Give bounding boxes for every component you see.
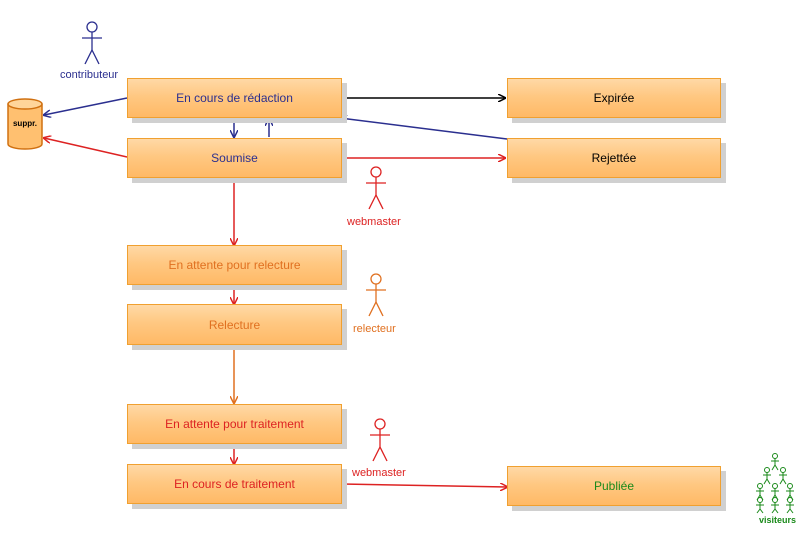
state-relecture[interactable]: Relecture — [127, 304, 342, 345]
state-attente-relecture-label: En attente pour relecture — [168, 258, 301, 272]
edge-redaction-suppr — [44, 97, 128, 115]
state-expiree-label: Expirée — [593, 91, 635, 105]
actor-webmaster-icon — [366, 166, 386, 210]
state-attente-relecture[interactable]: En attente pour relecture — [127, 245, 342, 285]
state-expiree[interactable]: Expirée — [507, 78, 721, 118]
state-redaction-label: En cours de rédaction — [176, 91, 293, 105]
state-relecture-label: Relecture — [208, 317, 261, 332]
state-rejetee[interactable]: Rejettée — [507, 138, 721, 178]
actor-visiteurs-icon — [756, 453, 794, 514]
actor-contributeur-icon — [82, 21, 102, 65]
actor-visiteurs-label: visiteurs — [759, 515, 797, 525]
actor-relecteur-label: relecteur — [353, 323, 396, 335]
state-publiee[interactable]: Publiée — [507, 466, 721, 506]
edge-rejetee-redaction — [340, 118, 508, 140]
state-traitement[interactable]: En cours de traitement — [127, 464, 342, 504]
state-soumise-label: Soumise — [211, 151, 258, 165]
state-redaction[interactable]: En cours de rédaction — [127, 78, 342, 118]
state-soumise[interactable]: Soumise — [127, 138, 342, 178]
state-traitement-label: En cours de traitement — [174, 477, 295, 491]
actor-contributeur-label: contributeur — [60, 69, 119, 81]
state-rejetee-label: Rejettée — [591, 151, 637, 165]
actor-webmaster-label: webmaster — [347, 216, 401, 228]
edge-soumise-suppr — [44, 138, 128, 158]
datastore-label: suppr. — [12, 119, 37, 128]
state-attente-traitement-label: En attente pour traitement — [165, 417, 304, 431]
state-publiee-label: Publiée — [593, 479, 635, 493]
actor-relecteur-icon — [366, 273, 386, 317]
edge-traitement-publiee — [341, 484, 507, 487]
actor-webmaster-2-label: webmaster — [352, 467, 406, 479]
datastore-cylinder — [7, 98, 43, 150]
state-attente-traitement[interactable]: En attente pour traitement — [127, 404, 342, 444]
actor-webmaster-2-icon — [370, 418, 390, 462]
